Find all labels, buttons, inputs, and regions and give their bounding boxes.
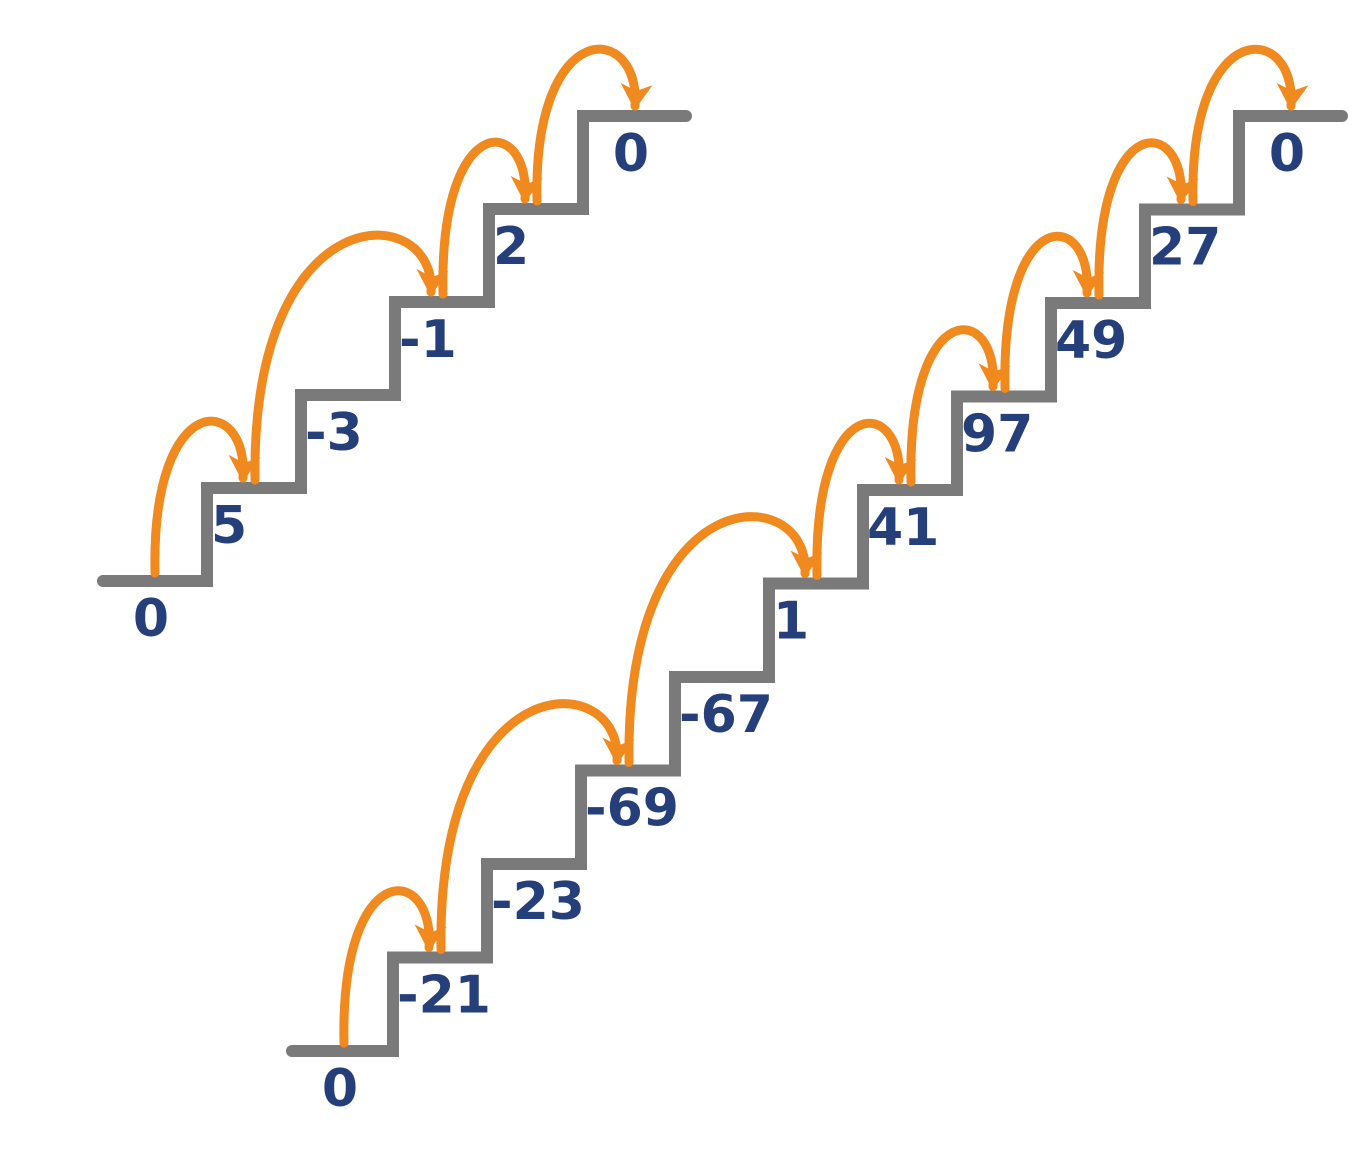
staircase-small-jump-1 [250, 230, 449, 485]
staircase-large-steps [286, 110, 1348, 1057]
staircase-large-label-1: -21 [397, 966, 491, 1026]
staircase-large-label-4: -67 [679, 685, 773, 745]
staircase-small-steps [97, 110, 692, 587]
staircase-large-jump-2 [624, 512, 823, 767]
staircase-large-label-6: 41 [867, 498, 939, 558]
staircase-large-label-10: 0 [1269, 124, 1305, 184]
staircase-large-label-8: 49 [1055, 311, 1127, 371]
staircase-large-label-7: 97 [961, 405, 1033, 465]
staircase-large-jump-5 [1000, 231, 1105, 393]
staircase-small-jump-2 [438, 137, 543, 299]
staircase-small-jump-0 [150, 416, 261, 578]
staircase-large-label-2: -23 [491, 872, 585, 932]
staircase-large-label-9: 27 [1149, 218, 1221, 278]
staircase-large-jump-3 [812, 418, 917, 580]
staircase-small-label-0: 0 [133, 589, 169, 649]
staircase-large-jump-6 [1094, 138, 1199, 300]
staircase-small-label-5: 0 [613, 124, 649, 184]
staircase-small-label-1: 5 [211, 496, 247, 556]
staircase-large-jump-4 [906, 325, 1011, 487]
staircase-large-label-0: 0 [322, 1059, 358, 1119]
staircase-small-label-3: -1 [399, 310, 457, 370]
staircase-large-label-3: -69 [585, 779, 679, 839]
staircase-large-jump-1 [436, 699, 635, 954]
staircase-small-label-4: 2 [493, 217, 529, 277]
staircase-small-label-2: -3 [305, 403, 363, 463]
staircase-small-jump-3 [532, 44, 653, 206]
staircase-large-jump-0 [339, 886, 447, 1048]
staircase-large-label-5: 1 [773, 592, 809, 652]
staircase-large-jump-7 [1188, 44, 1309, 206]
